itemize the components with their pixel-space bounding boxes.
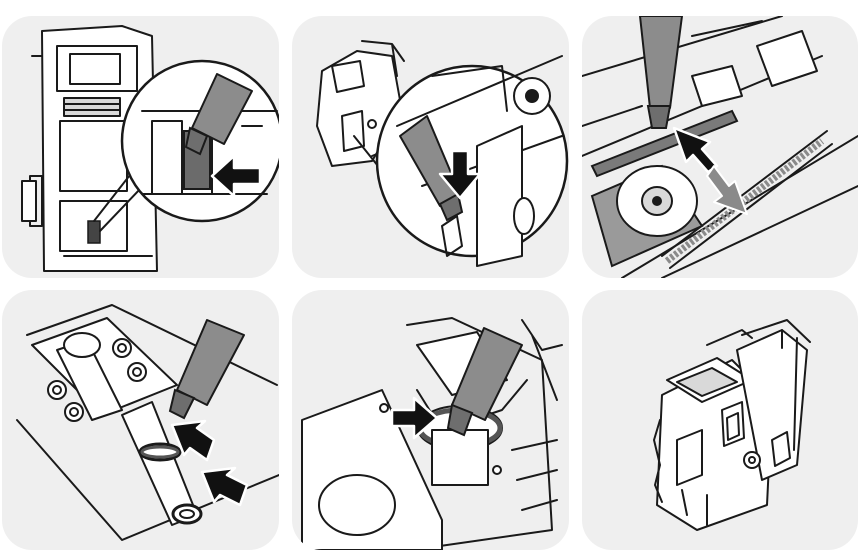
lubricant-tube-icon bbox=[446, 327, 523, 437]
step-5-panel bbox=[292, 290, 569, 550]
insert-arrow bbox=[438, 149, 482, 200]
step-1-panel bbox=[2, 16, 279, 278]
ring-arrow bbox=[390, 396, 439, 440]
step-3-panel bbox=[582, 16, 858, 278]
lubricant-tube-icon bbox=[184, 73, 253, 156]
step-4-illustration bbox=[16, 304, 279, 541]
step-6-panel bbox=[582, 290, 858, 550]
step-5-illustration bbox=[301, 317, 563, 550]
apply-arrow bbox=[672, 126, 719, 174]
spool-roll bbox=[590, 164, 704, 268]
zoom-circle bbox=[375, 55, 569, 267]
step-2-panel bbox=[292, 16, 569, 278]
step-2-illustration bbox=[316, 40, 569, 267]
step-1-illustration bbox=[21, 25, 279, 272]
step-6-illustration bbox=[653, 319, 811, 531]
housing-outline bbox=[16, 304, 279, 541]
lubricant-tube-icon bbox=[168, 319, 245, 420]
insert-arrow bbox=[210, 154, 262, 198]
slot-outline bbox=[582, 16, 858, 278]
step-4-panel bbox=[2, 290, 279, 550]
assembled-unit-icon bbox=[653, 319, 811, 531]
machine-front-outline bbox=[21, 25, 163, 272]
shaft-with-o-rings bbox=[121, 401, 203, 526]
o-ring-arrow-upper bbox=[170, 419, 216, 462]
direction-arrow bbox=[706, 165, 748, 215]
step-3-illustration bbox=[582, 16, 858, 278]
lubricant-tube-icon bbox=[639, 16, 683, 129]
o-ring-arrow-lower bbox=[200, 466, 249, 507]
